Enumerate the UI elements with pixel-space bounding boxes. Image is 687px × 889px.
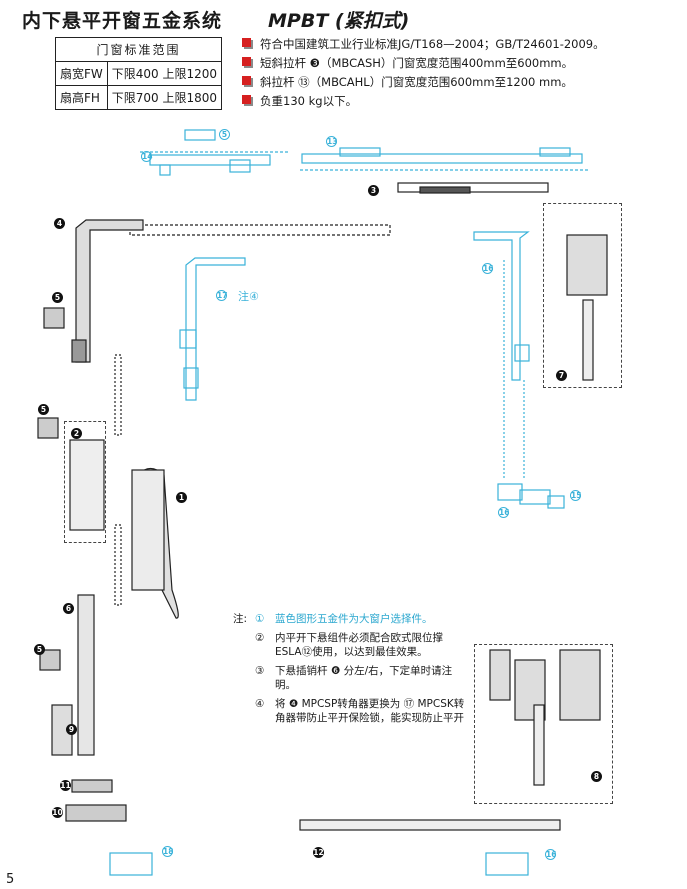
callout-5: 5 bbox=[34, 644, 45, 655]
callout-16: 16 bbox=[482, 263, 494, 274]
note-item: ③ 下悬插销杆 ❻ 分左/右，下定单时请注明。 bbox=[255, 665, 453, 691]
callout-5: 5 bbox=[52, 292, 63, 303]
red-square-icon bbox=[242, 57, 251, 66]
red-square-icon bbox=[242, 95, 251, 104]
callout-1: 1 bbox=[176, 492, 187, 503]
callout-11: 11 bbox=[60, 780, 71, 791]
callout-6: 6 bbox=[63, 603, 74, 614]
feature-list: 符合中国建筑工业行业标准JG/T168—2004；GB/T24601-2009。… bbox=[242, 36, 682, 112]
callout-5: 5 bbox=[38, 404, 49, 415]
callout-17: 17 bbox=[216, 290, 228, 301]
callout-10: 10 bbox=[52, 807, 63, 818]
callout-16: 16 bbox=[545, 849, 557, 860]
callout-14: 14 bbox=[141, 151, 153, 162]
list-item: 符合中国建筑工业行业标准JG/T168—2004；GB/T24601-2009。 bbox=[242, 36, 682, 55]
part-8-group bbox=[474, 644, 613, 804]
callout-16: 16 bbox=[498, 507, 510, 518]
red-square-icon bbox=[242, 38, 251, 47]
red-square-icon bbox=[242, 76, 251, 85]
callout-4: 4 bbox=[54, 218, 65, 229]
page-subtitle: MPBT (紧扣式) bbox=[268, 10, 410, 32]
part-2-group bbox=[64, 421, 106, 543]
list-item: 短斜拉杆 ❸（MBCASH）门窗宽度范围400mm至600mm。 bbox=[242, 55, 682, 74]
notes-section: 注: ① 蓝色图形五金件为大窗户选择件。 ② 内平开下悬组件必须配合欧式限位撑E… bbox=[233, 612, 473, 730]
callout-2: 2 bbox=[71, 428, 82, 439]
page-number: 5 bbox=[6, 872, 15, 887]
callout-7: 7 bbox=[556, 370, 567, 381]
standard-parts bbox=[37, 182, 608, 831]
list-item: 斜拉杆 ⑬（MBCAHL）门窗宽度范围600mm至1200 mm。 bbox=[242, 74, 682, 93]
callout-12: 12 bbox=[313, 847, 324, 858]
note-reference: 注④ bbox=[238, 290, 259, 303]
page-title: 内下悬平开窗五金系统 bbox=[22, 10, 223, 32]
table-row: 扇高FH 下限700 上限1800 bbox=[55, 85, 223, 110]
callout-9: 9 bbox=[66, 724, 77, 735]
notes-lead: 注: bbox=[233, 613, 248, 625]
list-item: 负重130 kg以下。 bbox=[242, 93, 682, 112]
callout-13: 13 bbox=[326, 136, 338, 147]
callout-3: 3 bbox=[368, 185, 379, 196]
note-item: ④ 将 ❹ MPCSP转角器更换为 ⑰ MPCSK转角器带防止平开保险锁，能实现… bbox=[255, 698, 465, 724]
note-item: 注: ① 蓝色图形五金件为大窗户选择件。 bbox=[233, 613, 433, 625]
optional-parts-blue bbox=[109, 129, 590, 876]
callout-5-blue: 5 bbox=[219, 129, 230, 140]
spec-row-value: 下限700 上限1800 bbox=[106, 85, 223, 110]
callout-18: 18 bbox=[162, 846, 174, 857]
callout-8: 8 bbox=[591, 771, 602, 782]
note-item: ② 内平开下悬组件必须配合欧式限位撑ESLA⑫使用，以达到最佳效果。 bbox=[255, 632, 443, 658]
spec-row-value: 下限400 上限1200 bbox=[106, 61, 223, 86]
callout-15: 15 bbox=[570, 490, 582, 501]
part-7-group bbox=[543, 203, 622, 388]
spec-table: 门窗标准范围 扇宽FW 下限400 上限1200 扇高FH 下限700 上限18… bbox=[54, 37, 223, 110]
